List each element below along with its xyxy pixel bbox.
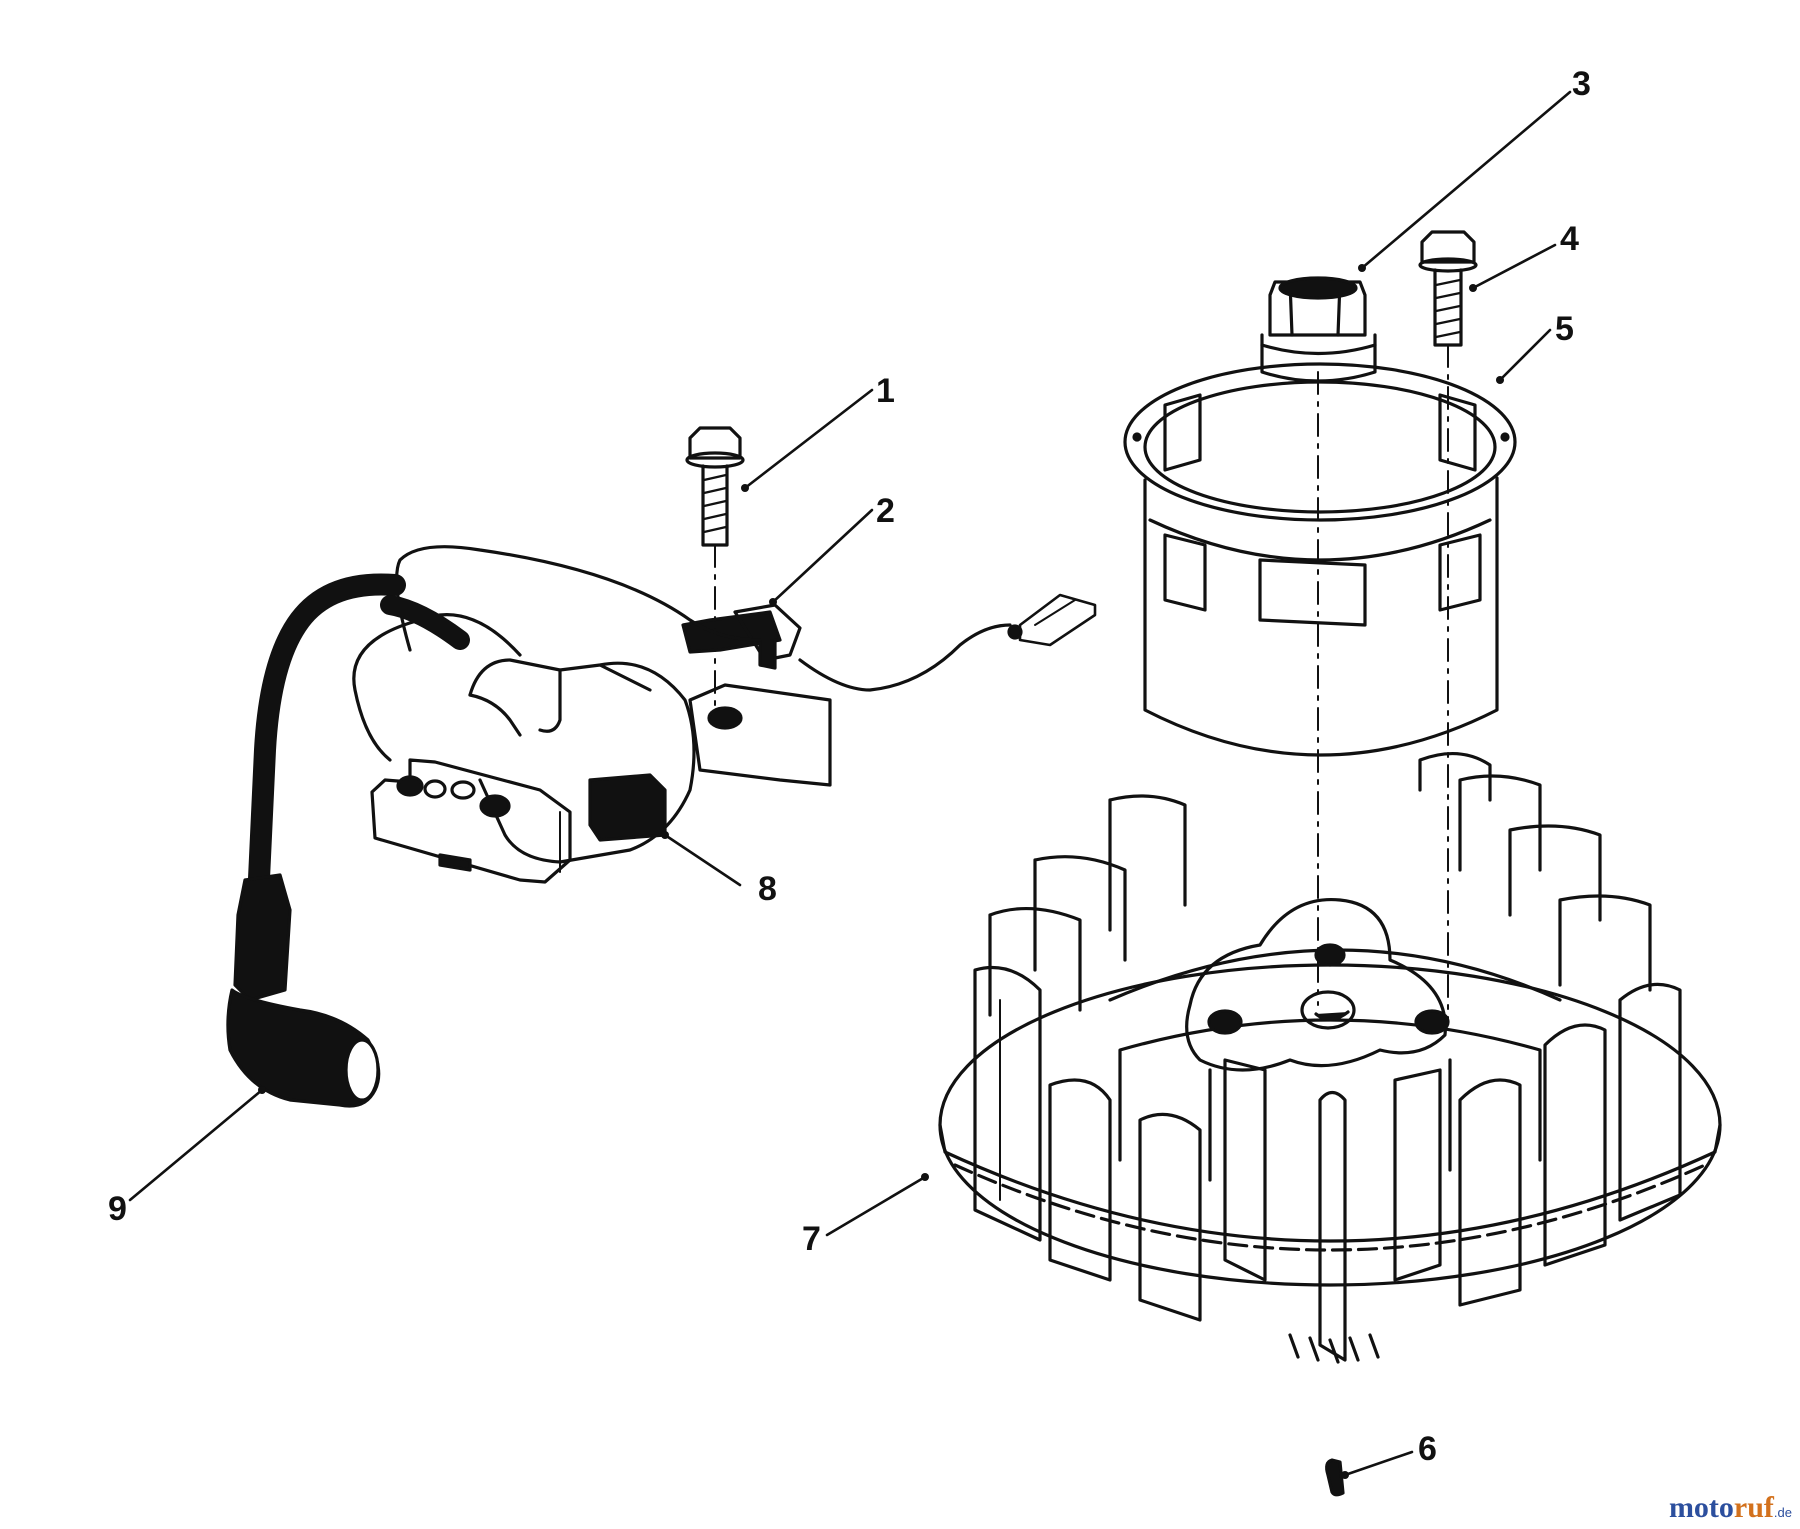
alignment-lines — [714, 344, 1449, 1021]
screen-bolt — [1418, 230, 1478, 347]
leader-lines — [128, 90, 1572, 1477]
watermark-part3: .de — [1773, 1505, 1792, 1520]
watermark-part1: moto — [1668, 1491, 1734, 1524]
flywheel-key — [1325, 1458, 1345, 1497]
callout-5: 5 — [1555, 310, 1574, 348]
ground-terminal — [681, 603, 802, 670]
callout-9: 9 — [108, 1190, 127, 1228]
rotating-screen — [1123, 362, 1517, 757]
flywheel — [938, 751, 1722, 1364]
callout-7: 7 — [802, 1220, 821, 1258]
ignition-coil — [352, 545, 1097, 884]
callout-2: 2 — [876, 492, 895, 530]
watermark-part2: ruf — [1733, 1491, 1774, 1524]
callout-6: 6 — [1418, 1430, 1437, 1468]
callout-3: 3 — [1572, 65, 1591, 103]
watermark-logo: motoruf.de — [1669, 1491, 1792, 1525]
callout-8: 8 — [758, 870, 777, 908]
coil-bolt — [685, 426, 745, 547]
callout-4: 4 — [1560, 220, 1579, 258]
callout-1: 1 — [876, 372, 895, 410]
spark-plug-boot — [226, 573, 470, 1108]
